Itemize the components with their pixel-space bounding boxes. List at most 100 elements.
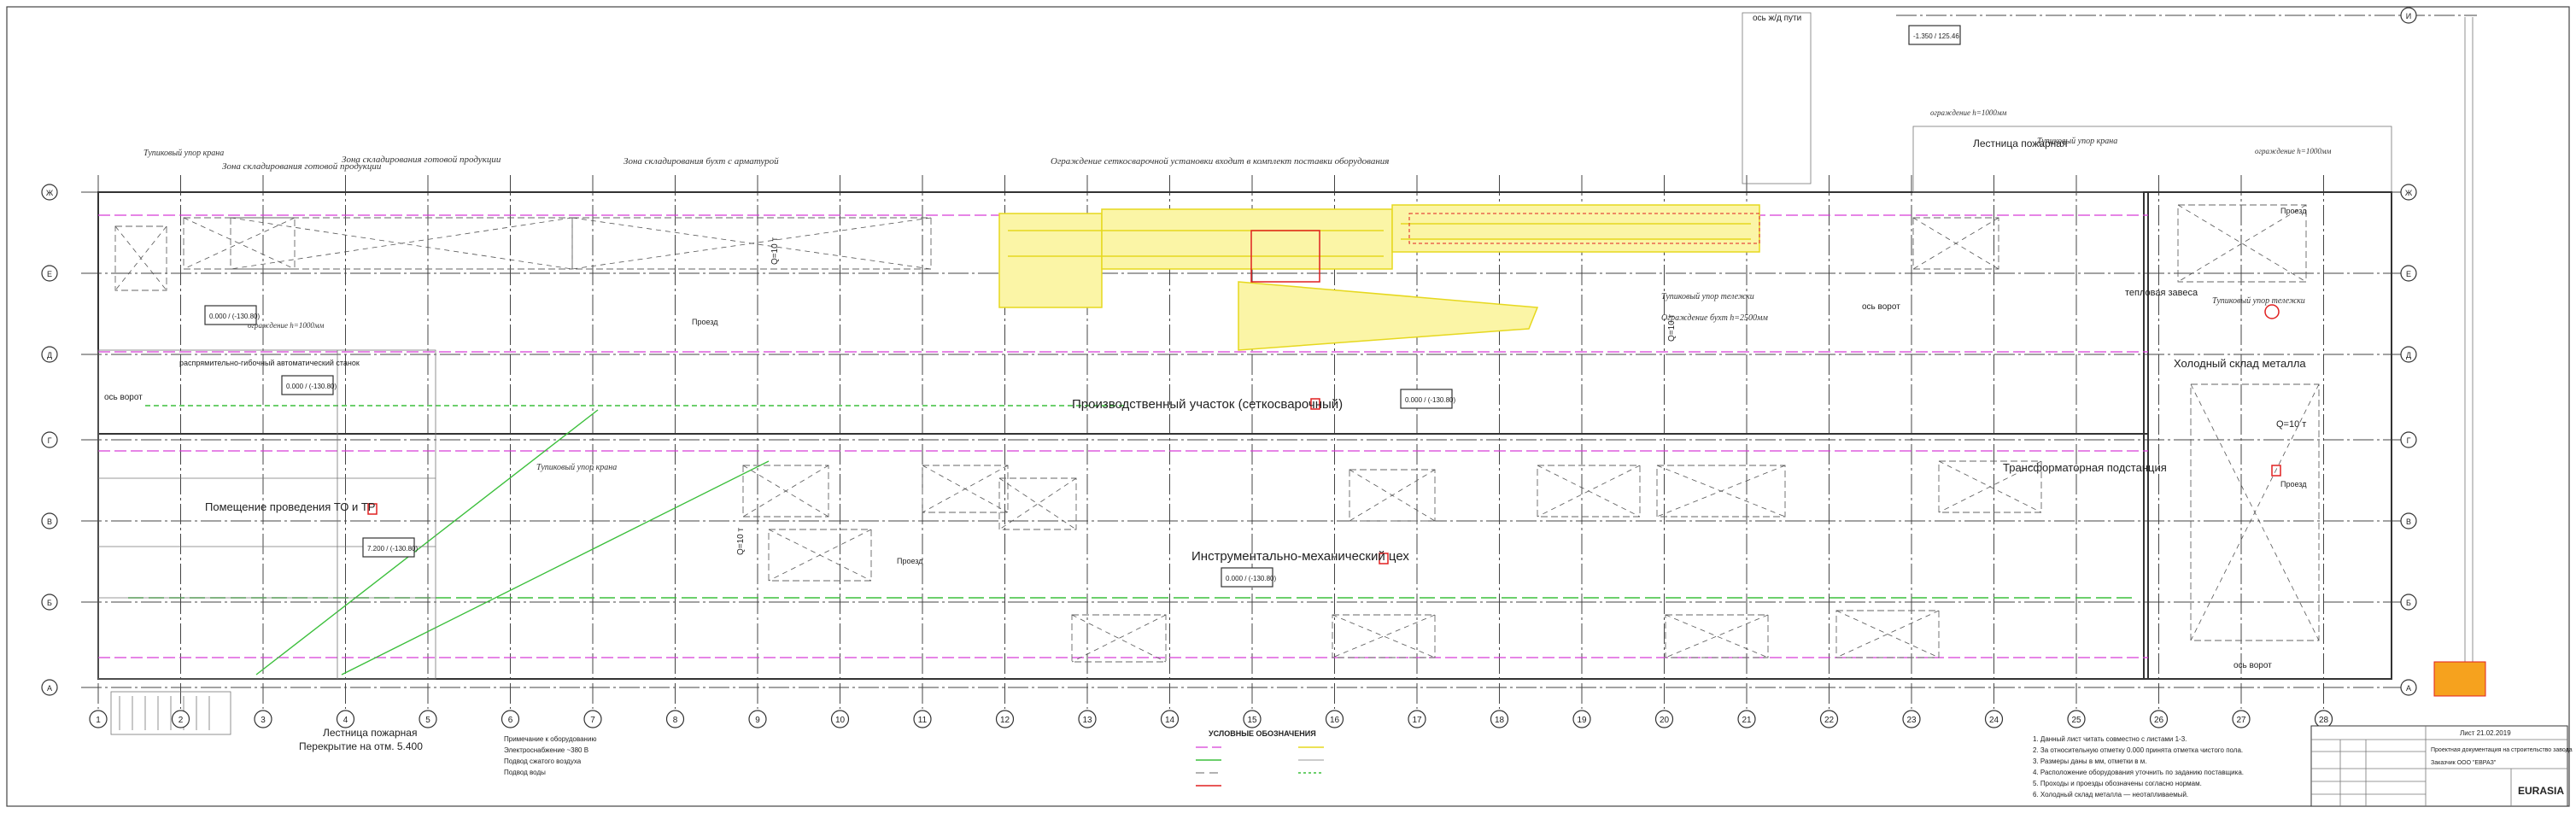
diagonal-line <box>255 409 599 676</box>
svg-text:-1.350 / 125.46: -1.350 / 125.46 <box>1913 32 1959 40</box>
bending-label: распрямительно-гибочный автоматический с… <box>179 359 360 367</box>
column-label: 21 <box>1742 716 1752 725</box>
row-label: И <box>2406 12 2411 20</box>
row-label: А <box>2406 684 2411 693</box>
gate-1: ось ворот <box>104 393 143 402</box>
equipment-tag <box>1310 398 1320 410</box>
level-marks: 0.000 / (-130.80) 0.000 / (-130.80) 0.00… <box>204 25 1961 588</box>
notes-right: 1. Данный лист читать совместно с листам… <box>2033 735 2244 798</box>
equipment-tag <box>367 503 378 515</box>
floor-level: Перекрытие на отм. 5.400 <box>299 740 423 752</box>
passage-4: Проезд <box>2280 480 2307 488</box>
column-label: 11 <box>918 716 928 725</box>
row-label: В <box>2406 518 2411 526</box>
column-label: 15 <box>1247 716 1257 725</box>
column-bubble <box>1819 710 1839 728</box>
production-label: Производственный участок (сеткосварочный… <box>1072 397 1343 412</box>
row-label: Д <box>47 351 52 360</box>
diagonal-line <box>341 460 770 676</box>
column-bubble <box>2149 710 2169 728</box>
storage-box <box>922 465 1009 513</box>
column-bubble <box>89 710 108 728</box>
column-bubble <box>1902 710 1921 728</box>
equipment-tag <box>2271 465 2281 477</box>
gate-2: ось ворот <box>1862 302 1900 312</box>
row-bubble <box>41 431 58 448</box>
storage-box <box>2190 383 2320 641</box>
storage-box <box>1332 614 1436 658</box>
gate-3: ось ворот <box>2234 661 2272 670</box>
column-label: 13 <box>1082 716 1092 725</box>
column-bubble <box>1654 710 1674 728</box>
crane-stop-1: Тупиковый упор крана <box>143 149 224 158</box>
crane-stop-3: Тупиковый упор крана <box>536 463 617 472</box>
crane-stop-2: Тупиковый упор крана <box>2037 137 2117 146</box>
row-label: Г <box>2407 436 2411 445</box>
column-bubble <box>1243 710 1262 728</box>
tooling-label: Инструментально-механический цех <box>1191 549 1409 564</box>
column-bubble <box>1572 710 1591 728</box>
column-bubble <box>1160 710 1180 728</box>
zone-finished-1: Зона складирования готовой продукции <box>222 161 382 172</box>
thermal-curtain-label: тепловая завеса <box>2125 288 2198 298</box>
column-bubble <box>583 710 602 728</box>
row-bubble <box>2400 265 2417 282</box>
fence-note: Ограждение сеткосварочной установки вход… <box>1051 156 1389 167</box>
note-left-item: Электроснабжение ~380 В <box>504 746 588 754</box>
storage-box <box>230 217 573 270</box>
title-block: Лист 21.02.2019 Проектная документация н… <box>2310 725 2573 807</box>
row-label: В <box>47 518 52 526</box>
row-label: Б <box>2406 599 2411 607</box>
row-label: Б <box>47 599 52 607</box>
row-label: Г <box>48 436 52 445</box>
row-bubble <box>2400 431 2417 448</box>
column-bubble <box>171 710 190 728</box>
column-bubble <box>1490 710 1509 728</box>
note-left-item: Подвод воды <box>504 769 546 776</box>
note-left-item: Примечание к оборудованию <box>504 735 596 743</box>
crane-capacity-3: Q=10 т <box>736 527 746 555</box>
column-label: 7 <box>590 716 595 725</box>
row-bubble <box>2400 346 2417 363</box>
column-label: 16 <box>1330 716 1340 725</box>
column-bubble <box>1325 710 1344 728</box>
title-customer: Заказчик ООО "ЕВРАЗ" <box>2431 760 2497 766</box>
row-bubble <box>2400 594 2417 611</box>
passage-1: Проезд <box>692 318 718 326</box>
zone-finished-2: Зона складирования готовой продукции <box>342 155 501 165</box>
column-bubble <box>254 710 272 728</box>
column-label: 28 <box>2319 716 2329 725</box>
cold-storage-outline <box>2143 191 2392 680</box>
storage-box <box>1071 614 1167 663</box>
heater-mark <box>2264 304 2280 319</box>
column-label: 18 <box>1495 716 1505 725</box>
title-date: Лист 21.02.2019 <box>2460 729 2511 737</box>
column-grid <box>97 175 2324 709</box>
row-label: Ж <box>46 189 54 197</box>
notes-left: Примечание к оборудованиюЭлектроснабжени… <box>504 735 596 776</box>
row-label: Е <box>2406 270 2411 278</box>
passage-3: Проезд <box>2280 207 2307 215</box>
row-bubble <box>41 512 58 529</box>
crane-capacity-2: Q=10 т <box>1667 313 1677 342</box>
column-label: 14 <box>1165 716 1175 725</box>
fence-height-1: ограждение h=1000мм <box>1930 108 2007 117</box>
eurasia-logo: EURASIA <box>2518 785 2564 797</box>
row-bubble <box>2400 679 2417 696</box>
column-bubble <box>913 710 932 728</box>
column-label: 3 <box>261 716 266 725</box>
note-right-item: 2. За относительную отметку 0.000 принят… <box>2033 746 2243 754</box>
left-rooms <box>97 349 436 680</box>
storage-box <box>1349 469 1436 522</box>
column-label: 5 <box>425 716 430 725</box>
storage-box <box>1656 465 1786 518</box>
column-bubble <box>336 710 355 728</box>
svg-text:0.000 / (-130.80): 0.000 / (-130.80) <box>209 313 260 320</box>
row-bubble <box>2400 184 2417 201</box>
storage-box <box>1912 217 1999 270</box>
equipment-tag <box>1379 553 1389 564</box>
red-table <box>2433 661 2486 697</box>
crane-capacity-4: Q=10 т <box>2276 419 2306 430</box>
